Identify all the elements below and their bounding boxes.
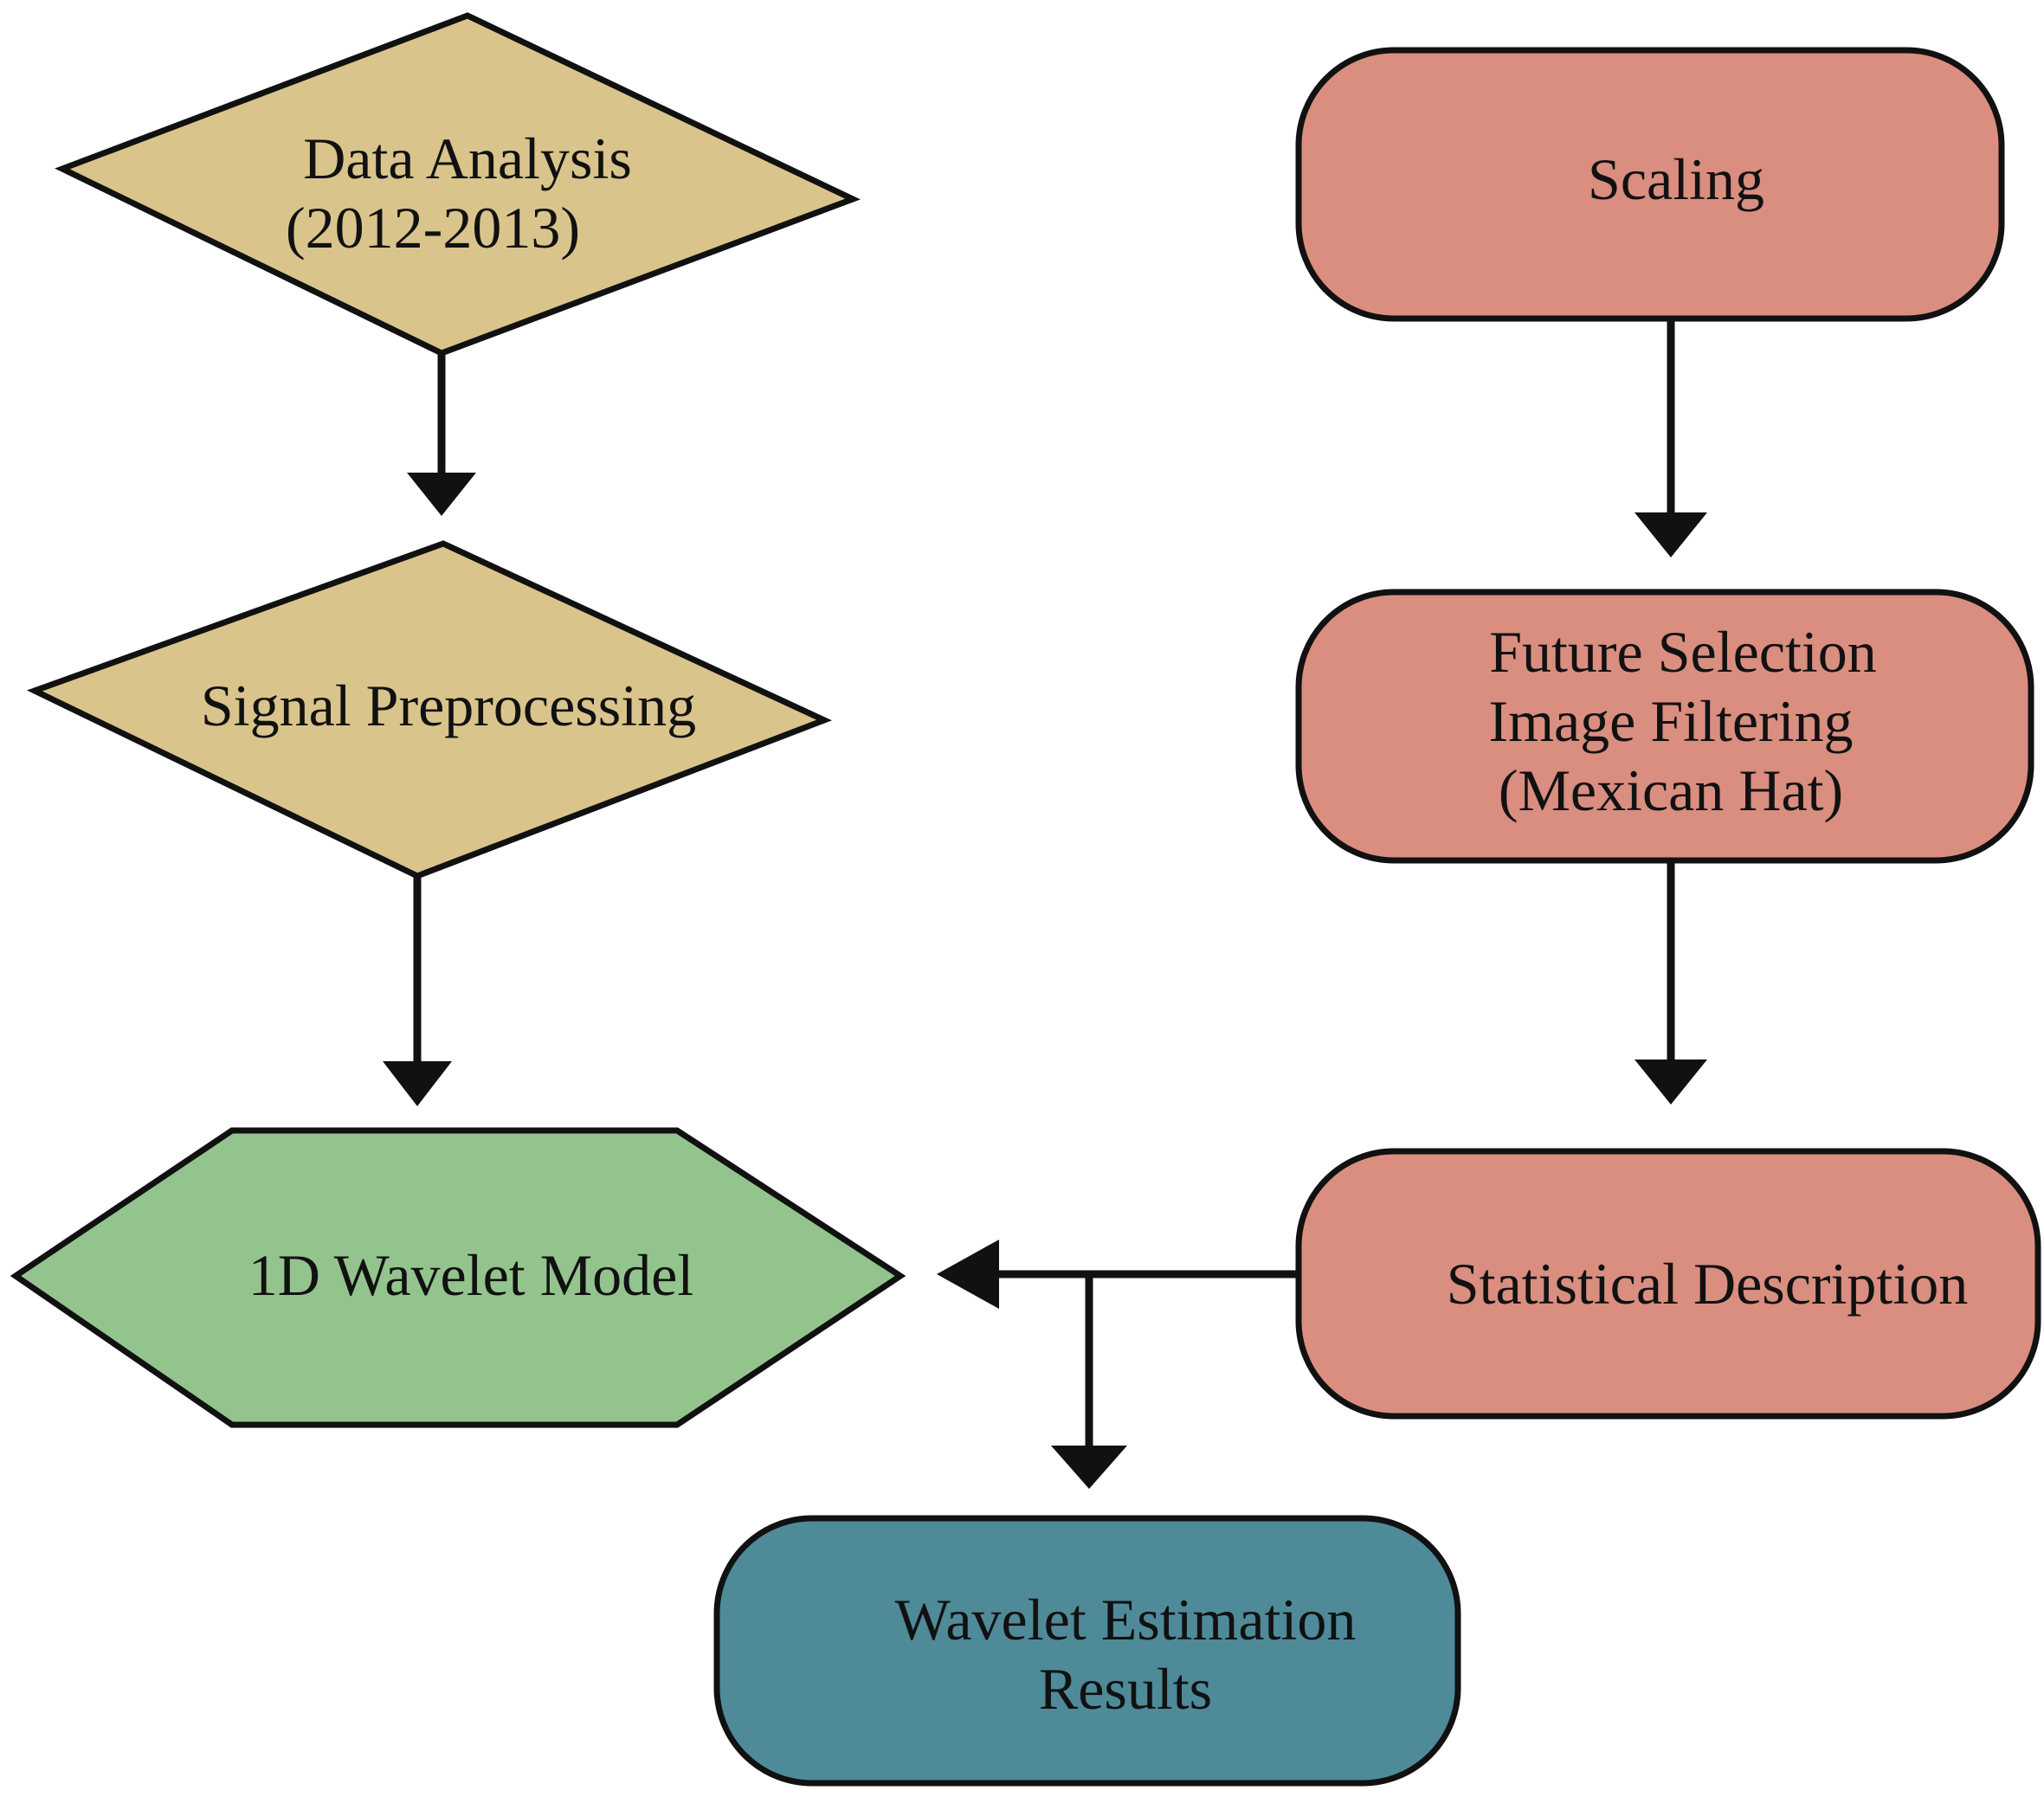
rounded-rectangle-shape xyxy=(713,1515,1461,1787)
node-label-line1: Signal Preprocessing xyxy=(201,673,696,738)
node-label-line1: Wavelet Estimation xyxy=(895,1587,1357,1652)
node-data-analysis: Data Analysis (2012-2013) xyxy=(55,12,861,357)
node-label-line2: (2012-2013) xyxy=(286,195,580,261)
node-label-line1: Data Analysis xyxy=(303,126,632,191)
arrowhead-down-icon xyxy=(1635,512,1707,557)
node-label-line1: Future Selection xyxy=(1489,619,1877,685)
arrowhead-down-icon xyxy=(383,1061,452,1106)
node-label-line2: Image Filtering xyxy=(1488,688,1853,754)
arrowhead-down-icon xyxy=(1051,1446,1127,1489)
hexagon-shape xyxy=(10,1127,906,1428)
arrowhead-down-icon xyxy=(407,473,476,516)
node-signal-preprocessing: Signal Preprocessing xyxy=(26,540,832,879)
node-label-line1: Statistical Description xyxy=(1447,1251,1968,1317)
diamond-shape xyxy=(55,12,861,357)
rounded-rectangle-shape xyxy=(1295,1148,2041,1420)
node-scaling: Scaling xyxy=(1295,47,2005,322)
connectors xyxy=(383,320,1707,1489)
node-statistical-description: Statistical Description xyxy=(1295,1148,2041,1420)
node-wavelet-estimation: Wavelet Estimation Results xyxy=(713,1515,1461,1787)
arrowhead-down-icon xyxy=(1635,1060,1707,1105)
rounded-rectangle-shape xyxy=(1295,589,2034,864)
diamond-shape xyxy=(26,540,832,879)
node-wavelet-model: 1D Wavelet Model xyxy=(10,1127,906,1428)
node-label-line1: Scaling xyxy=(1588,146,1764,212)
node-label-line1: 1D Wavelet Model xyxy=(248,1242,693,1308)
node-label-line2: Results xyxy=(1039,1656,1212,1722)
node-label-line3: (Mexican Hat) xyxy=(1499,757,1843,823)
rounded-rectangle-shape xyxy=(1295,47,2005,322)
node-future-selection: Future Selection Image Filtering (Mexica… xyxy=(1295,589,2034,864)
arrowhead-left-icon xyxy=(937,1240,999,1309)
